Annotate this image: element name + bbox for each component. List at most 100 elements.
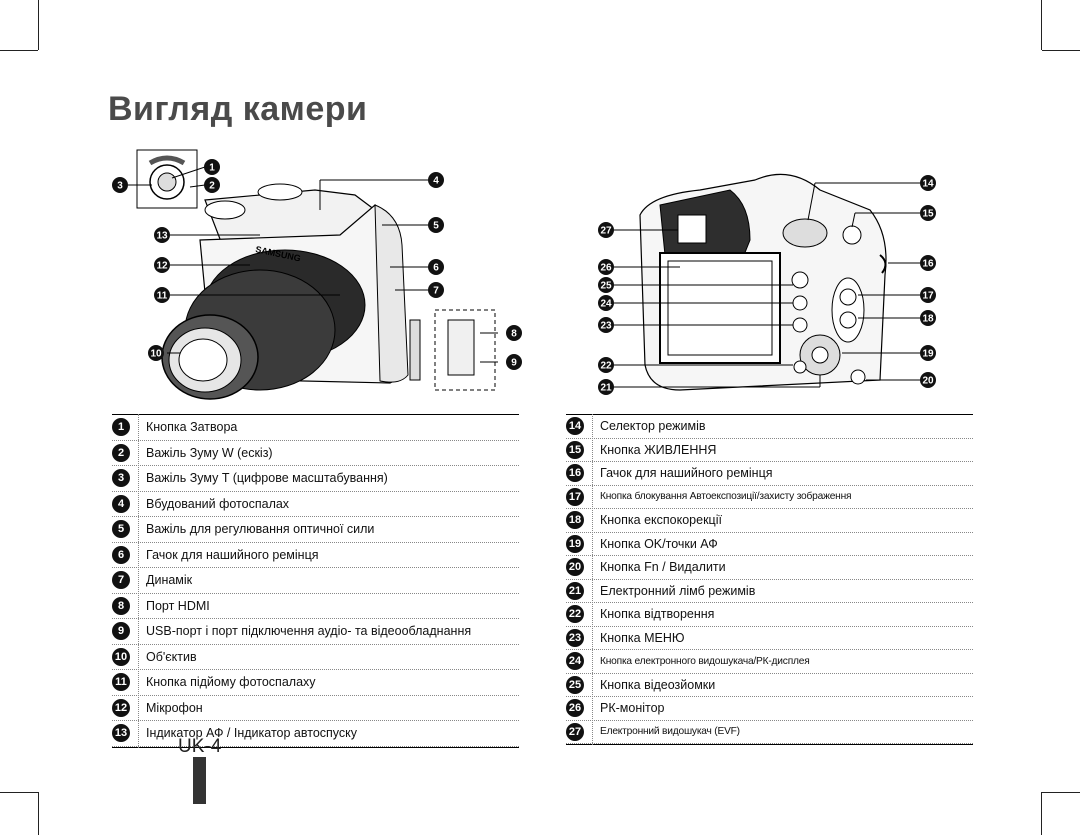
legend-number: 11 <box>112 673 130 692</box>
legend-text: Важіль Зуму W (ескіз) <box>146 445 273 460</box>
legend-number: 9 <box>112 622 130 641</box>
legend-number: 20 <box>566 558 584 577</box>
legend-top-rule <box>566 414 973 415</box>
callout-18: 18 <box>920 310 936 326</box>
callout-9: 9 <box>506 354 522 370</box>
crop-mark <box>38 792 39 835</box>
svg-text:3: 3 <box>117 181 123 192</box>
callout-27: 27 <box>598 222 614 238</box>
svg-text:5: 5 <box>433 221 439 232</box>
svg-text:14: 14 <box>922 179 934 190</box>
callout-13: 13 <box>154 227 170 243</box>
legend-text: Індикатор АФ / Індикатор автоспуску <box>146 726 358 741</box>
legend-text: Гачок для нашийного ремінця <box>600 466 773 481</box>
legend-text: Порт HDMI <box>146 598 210 613</box>
legend-number: 1 <box>112 418 130 437</box>
shutter-zoom-inset <box>136 149 198 209</box>
legend-row: 18 Кнопка експокорекції <box>566 509 973 533</box>
svg-text:20: 20 <box>922 376 934 387</box>
legend-number: 18 <box>566 511 584 530</box>
legend-column-divider <box>138 414 139 748</box>
legend-text: Важіль для регулювання оптичної сили <box>146 522 375 537</box>
svg-text:26: 26 <box>600 263 612 274</box>
svg-text:4: 4 <box>433 176 439 187</box>
legend-row: 16 Гачок для нашийного ремінця <box>566 462 973 486</box>
callout-3: 3 <box>112 177 128 193</box>
legend-number: 22 <box>566 605 584 624</box>
legend-row: 11 Кнопка підйому фотоспалаху <box>112 670 519 696</box>
callout-24: 24 <box>598 295 614 311</box>
legend-row: 23 Кнопка МЕНЮ <box>566 627 973 650</box>
legend-text: USB-порт і порт підключення аудіо- та ві… <box>146 624 472 639</box>
svg-text:15: 15 <box>922 209 934 220</box>
legend-row: 20 Кнопка Fn / Видалити <box>566 556 973 580</box>
callout-22: 22 <box>598 357 614 373</box>
crop-mark <box>1041 792 1042 835</box>
page-number: UK-4 <box>178 736 222 757</box>
legend-text: Електронний видошукач (EVF) <box>600 726 740 738</box>
callout-15: 15 <box>920 205 936 221</box>
callout-1: 1 <box>204 159 220 175</box>
section-tab-marker <box>193 757 206 804</box>
callout-6: 6 <box>428 259 444 275</box>
callout-10: 10 <box>148 345 164 361</box>
legend-row: 10 Об'єктив <box>112 645 519 670</box>
legend-number: 10 <box>112 647 130 666</box>
legend-number: 15 <box>566 440 584 459</box>
legend-text: Кнопка OK/точки АФ <box>600 536 718 551</box>
svg-text:7: 7 <box>433 286 439 297</box>
svg-text:23: 23 <box>600 321 612 332</box>
svg-text:17: 17 <box>922 291 934 302</box>
legend-number: 4 <box>112 494 130 513</box>
legend-number: 7 <box>112 571 130 590</box>
legend-number: 24 <box>566 652 584 671</box>
callout-16: 16 <box>920 255 936 271</box>
callout-2: 2 <box>204 177 220 193</box>
legend-text: Об'єктив <box>146 649 197 664</box>
legend-row: 7 Динамік <box>112 568 519 594</box>
legend-number: 23 <box>566 628 584 647</box>
svg-text:13: 13 <box>156 231 168 242</box>
legend-text: Кнопка підйому фотоспалаху <box>146 675 316 690</box>
callout-26: 26 <box>598 259 614 275</box>
legend-text: Кнопка експокорекції <box>600 513 722 528</box>
callout-5: 5 <box>428 217 444 233</box>
callout-12: 12 <box>154 257 170 273</box>
legend-text: Кнопка Fn / Видалити <box>600 560 726 575</box>
legend-text: РК-монітор <box>600 701 665 716</box>
legend-number: 2 <box>112 443 130 462</box>
legend-top-rule <box>112 414 519 415</box>
svg-text:11: 11 <box>157 291 168 302</box>
legend-text: Гачок для нашийного ремінця <box>146 547 319 562</box>
svg-text:18: 18 <box>922 314 934 325</box>
legend-text: Кнопка МЕНЮ <box>600 630 685 645</box>
legend-number: 19 <box>566 534 584 553</box>
legend-text: Динамік <box>146 573 193 588</box>
legend-bottom-rule <box>112 746 519 748</box>
legend-number: 5 <box>112 520 130 539</box>
svg-text:12: 12 <box>156 261 168 272</box>
callout-20: 20 <box>920 372 936 388</box>
callout-19: 19 <box>920 345 936 361</box>
callout-17: 17 <box>920 287 936 303</box>
camera-front-illustration: SAMSUNG 1 2 3 4 5 6 7 8 9 10 11 12 13 <box>112 149 522 400</box>
legend-text: Кнопка відеозйомки <box>600 677 716 692</box>
legend-text: Важіль Зуму T (цифрове масштабування) <box>146 471 388 486</box>
legend-number: 8 <box>112 596 130 615</box>
crop-mark <box>1041 0 1042 50</box>
legend-row: 5 Важіль для регулювання оптичної сили <box>112 517 519 543</box>
legend-number: 16 <box>566 464 584 483</box>
svg-text:25: 25 <box>600 281 612 292</box>
svg-text:21: 21 <box>600 383 612 394</box>
crop-mark <box>1042 792 1080 793</box>
crop-mark <box>38 0 39 50</box>
legend-row: 19 Кнопка OK/точки АФ <box>566 533 973 556</box>
